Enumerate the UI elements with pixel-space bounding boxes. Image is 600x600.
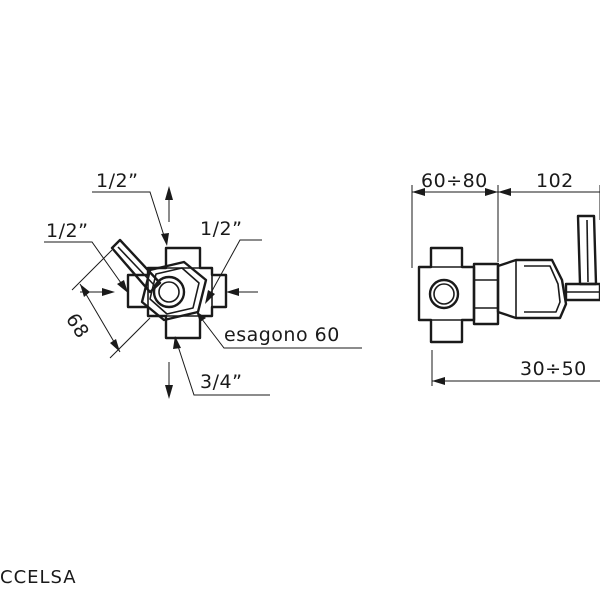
leader-arrow-icon — [161, 233, 169, 246]
spindle-outer-ring — [152, 275, 186, 309]
dim-30-50: 30÷50 — [520, 358, 587, 380]
dim-arrow-icon — [485, 188, 498, 196]
label-hexagon: esagono 60 — [224, 324, 340, 346]
lever-edge-line — [586, 219, 589, 283]
leader-arrow-icon — [117, 280, 128, 293]
cone-inner-line — [524, 265, 561, 313]
label-bottom-thread: 3/4” — [200, 371, 242, 393]
leader-hexagon — [197, 313, 362, 349]
hexagon-nut — [140, 260, 208, 322]
dim-arrow-icon — [110, 339, 120, 352]
arrow-left-icon — [226, 288, 239, 296]
lever-edge-line — [117, 246, 156, 287]
leader-arrow-icon — [173, 336, 181, 349]
arrow-right-icon — [102, 288, 115, 296]
dim-68: 68 — [61, 309, 93, 342]
valve-body-outline — [126, 246, 228, 340]
arrow-down-icon — [165, 385, 173, 399]
label-left-thread: 1/2” — [46, 220, 88, 242]
arrow-up-icon — [165, 186, 173, 200]
dimension-line-68 — [79, 283, 121, 353]
dim-arrow-icon — [80, 284, 90, 297]
dim-arrow-icon — [498, 188, 511, 196]
side-port-inner — [433, 283, 455, 305]
model-name: CCELSA — [0, 567, 77, 588]
side-port-outer — [428, 278, 460, 310]
leader-arrow-icon — [196, 311, 206, 322]
rosette-cone — [496, 258, 568, 320]
spindle-inner-ring — [158, 281, 180, 303]
leader-bottom — [175, 339, 270, 396]
dim-arrow-icon — [412, 188, 425, 196]
dim-arrow-icon — [432, 377, 445, 385]
side-body-outline — [417, 246, 476, 344]
leader-right — [206, 239, 262, 301]
front-view: 1/2” 1/2” 1/2” esagono 60 3/4” 68 — [44, 170, 362, 399]
dim-60-80: 60÷80 — [421, 170, 488, 192]
extension-line — [71, 249, 113, 291]
leader-arrow-icon — [205, 290, 215, 304]
leader-top — [92, 191, 167, 243]
dim-102: 102 — [536, 170, 574, 192]
lever-handle — [110, 238, 162, 294]
label-top-thread: 1/2” — [96, 170, 138, 192]
leader-left — [44, 241, 127, 291]
hexagon-inner — [149, 267, 200, 315]
side-lever — [576, 214, 598, 286]
side-view: 60÷80 102 30÷50 — [411, 170, 600, 386]
side-hex-nut — [472, 262, 500, 326]
label-right-thread: 1/2” — [200, 218, 242, 240]
extension-line — [109, 317, 151, 359]
